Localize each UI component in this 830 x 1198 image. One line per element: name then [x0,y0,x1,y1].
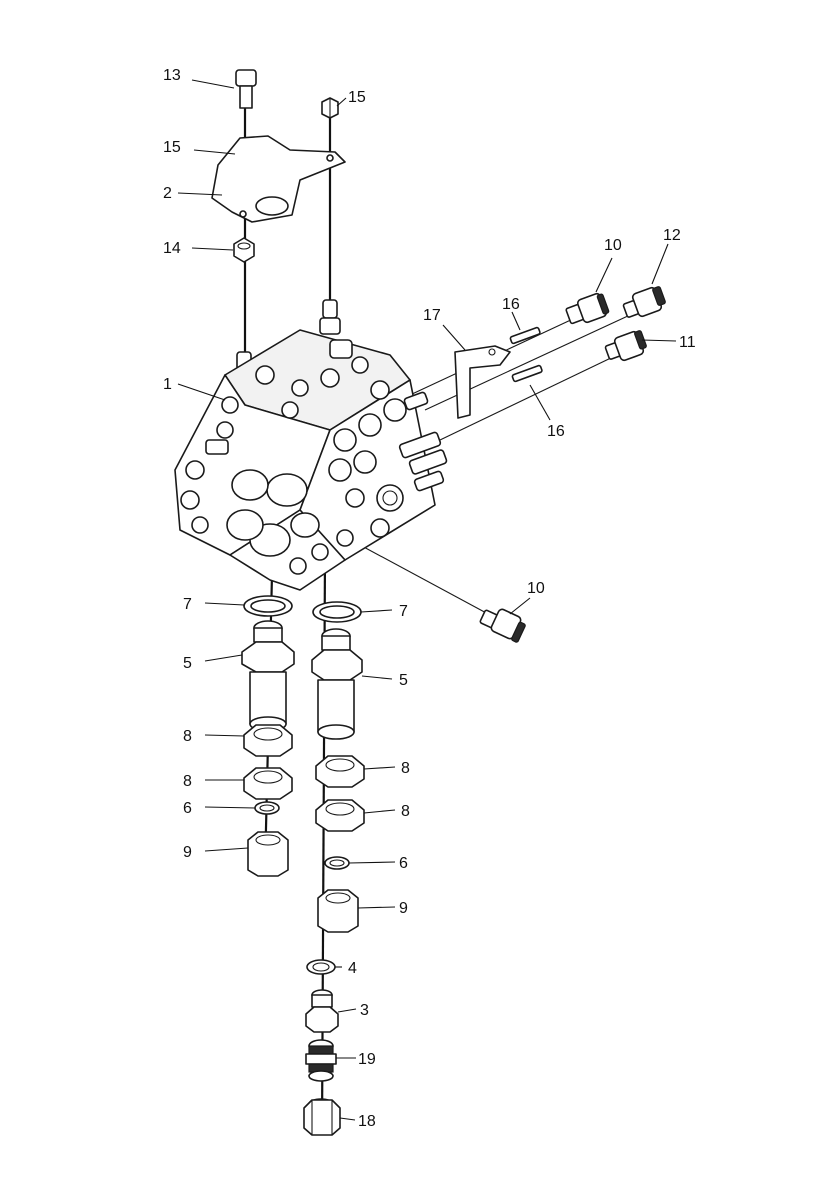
callout-4: 4 [348,960,357,977]
part-2-mounting-bracket [211,135,346,223]
callout-labels: 13 15 15 2 14 10 12 16 17 11 1 16 10 7 7… [163,67,696,1130]
callout-8: 8 [183,728,192,745]
part-16-screw-upper [509,326,541,345]
part-5-adapter-right [311,628,363,740]
part-10-sensor-lower [479,608,526,643]
callout-16: 16 [502,296,520,313]
callout-9: 9 [399,900,408,917]
part-11-sensor [604,330,647,362]
part-8-nut-left-upper [243,724,293,757]
callout-5: 5 [183,655,192,672]
callout-18: 18 [358,1113,376,1130]
part-6-o-ring-left [254,801,280,815]
callout-8: 8 [183,773,192,790]
callout-10: 10 [527,580,545,597]
part-5-adapter-left [241,620,295,732]
part-8-nut-right-lower [315,799,365,832]
part-10-sensor-upper [565,292,610,325]
callout-19: 19 [358,1051,376,1068]
callout-12: 12 [663,227,681,244]
part-9-nut-left [247,831,289,877]
callout-15: 15 [348,89,366,106]
callout-6: 6 [399,855,408,872]
part-9-nut-right [317,889,359,933]
part-18-cap-nut [303,1098,341,1136]
part-7-o-ring-left [243,595,293,617]
assembly-axis-lines [243,100,631,1131]
part-15-nut-right [321,97,339,119]
callout-17: 17 [423,307,441,324]
callout-8: 8 [401,760,410,777]
callout-11: 11 [679,334,696,351]
part-7-o-ring-right [312,601,362,623]
callout-2: 2 [163,185,172,202]
callout-16: 16 [547,423,565,440]
leader-lines [177,79,677,1121]
part-12-sensor [622,286,666,318]
callout-1: 1 [163,376,172,393]
valve-stud-right [319,299,341,335]
callout-13: 13 [163,67,181,84]
part-19-threaded-fitting [305,1039,337,1082]
callout-3: 3 [360,1002,369,1019]
part-6-o-ring-right [324,856,350,870]
callout-9: 9 [183,844,192,861]
callout-5: 5 [399,672,408,689]
part-13-cap-screw [235,69,257,109]
callout-7: 7 [183,596,192,613]
part-8-nut-left-lower [243,767,293,800]
part-17-sensor-bracket [454,345,511,419]
callout-10: 10 [604,237,622,254]
callout-15: 15 [163,139,181,156]
part-4-o-ring [306,959,336,975]
part-1-control-valve-block [174,329,448,591]
part-16-screw-lower [511,364,543,383]
part-14-nut [233,237,255,263]
callout-7: 7 [399,603,408,620]
part-8-nut-right-upper [315,755,365,788]
callout-14: 14 [163,240,181,257]
callout-8: 8 [401,803,410,820]
callout-6: 6 [183,800,192,817]
part-3-fitting [305,989,339,1033]
